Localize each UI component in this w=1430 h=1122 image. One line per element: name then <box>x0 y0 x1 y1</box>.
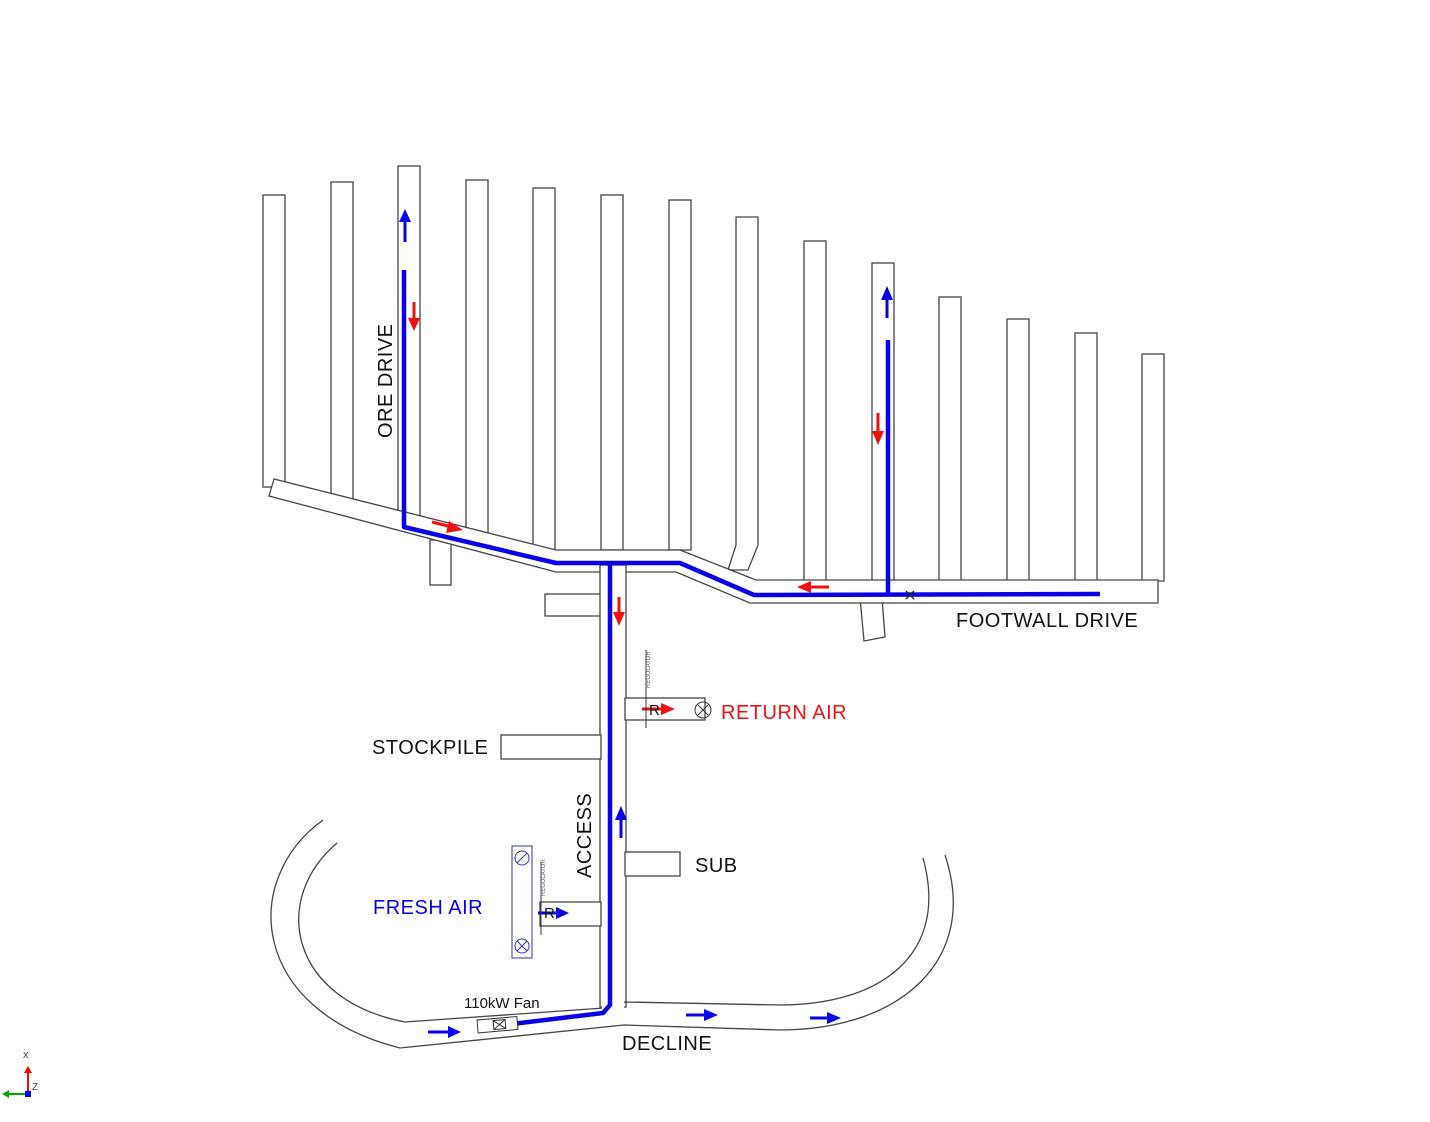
flow-arrow-icon <box>686 1009 718 1021</box>
flow-arrow-icon <box>872 413 884 445</box>
footwall-drive-label: FOOTWALL DRIVE <box>956 610 1138 632</box>
return-air-arrows <box>408 302 884 715</box>
decline-outer-edge <box>270 819 954 1049</box>
ore-drive-9 <box>803 240 827 582</box>
regulator-label-top: REGULATOR <box>646 651 652 688</box>
ore-drive-10 <box>871 262 895 582</box>
ore-drive-13 <box>1074 332 1098 582</box>
regulator-icon: REGULATOR R <box>511 845 555 959</box>
stub-east <box>859 597 886 642</box>
fresh-air-arrows <box>399 209 893 1038</box>
regulator-icon: REGULATOR R <box>645 650 660 728</box>
return-air-label: RETURN AIR <box>721 702 847 724</box>
ore-drive-6 <box>600 194 624 551</box>
ore-drives <box>262 165 1165 582</box>
ore-drive-14 <box>1141 353 1165 582</box>
crossed-circle-icon <box>694 701 712 719</box>
ore-drive-4 <box>465 179 489 536</box>
ore-drive-11 <box>938 296 962 582</box>
stockpile-drive <box>500 734 602 760</box>
regulator-mark-top: R <box>649 702 660 719</box>
stub-west <box>429 539 452 586</box>
flow-arrow-icon <box>399 209 411 242</box>
flow-arrow-icon <box>428 1026 461 1038</box>
fresh-air-flow-path <box>401 270 1101 1027</box>
access-label: ACCESS <box>574 793 596 878</box>
ore-drive-12 <box>1006 318 1030 582</box>
flow-arrow-icon <box>615 806 627 838</box>
fresh-air-label: FRESH AIR <box>373 897 483 919</box>
regulator-label-bottom: REGULATOR <box>541 859 547 896</box>
regulator-mark-bottom: R <box>544 905 555 922</box>
ore-drive-7 <box>668 199 692 551</box>
axis-gizmo-icon: x Z <box>2 1049 38 1098</box>
access-drive-outline <box>599 564 627 1008</box>
flow-arrow-icon <box>431 520 463 533</box>
sub-label: SUB <box>695 855 738 877</box>
ore-drive-1 <box>262 194 286 488</box>
fan-icon <box>476 1015 519 1034</box>
flow-arrow-icon <box>881 286 893 318</box>
ore-drive-8 <box>727 216 759 571</box>
sub-drive <box>624 851 681 877</box>
ore-drive-2 <box>330 181 354 501</box>
stockpile-label: STOCKPILE <box>372 737 488 759</box>
axis-z-label: Z <box>32 1082 38 1093</box>
cross-marker-icon <box>905 590 915 600</box>
decline-label: DECLINE <box>622 1033 712 1055</box>
axis-x-label: x <box>23 1049 29 1061</box>
flow-arrow-icon <box>408 302 420 331</box>
crossed-circle-icon <box>514 850 530 954</box>
ore-drive-label: ORE DRIVE <box>375 323 397 438</box>
flow-arrow-icon <box>797 581 829 593</box>
fan-label: 110kW Fan <box>464 995 540 1012</box>
ore-drive-5 <box>532 187 556 551</box>
flow-arrow-icon <box>810 1012 841 1024</box>
flow-arrow-icon <box>613 597 625 626</box>
